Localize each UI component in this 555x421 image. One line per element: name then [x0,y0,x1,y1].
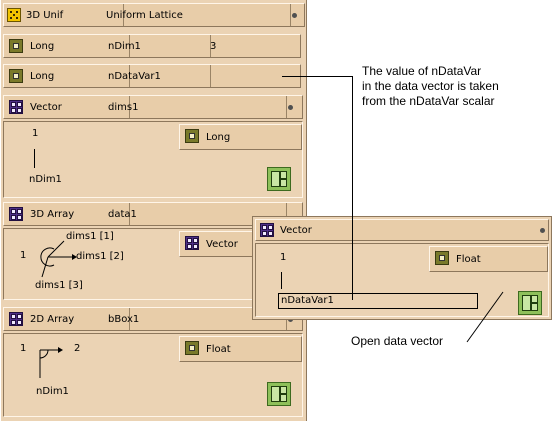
dimension-label: nDim1 [29,174,62,185]
dim2-label: dims1 [2] [76,251,124,262]
menu-dot-icon[interactable] [540,228,545,233]
pointer-line [466,291,504,343]
name-cell[interactable]: data1 [103,203,287,225]
type-cell[interactable]: Long [4,65,130,87]
popup-vector-window: Vector 1 nDataVar1 Float [252,216,552,320]
array-type-icon [9,312,23,326]
vector-header: Vector dims1 [3,95,303,119]
type-label: 2D Array [30,313,75,325]
name-value: Uniform Lattice [106,9,183,21]
element-type-label: Long [206,131,231,143]
element-type-label: Vector [206,238,238,250]
annotation-top: The value of nDataVar in the data vector… [362,64,499,108]
size-field[interactable]: nDataVar1 [278,293,478,309]
type-cell[interactable]: 3D Unif [4,4,124,26]
dim1-label: 1 [20,343,27,354]
type-label: 3D Array [30,208,75,220]
name-value: nDataVar1 [108,70,161,82]
element-type-button[interactable]: Float [429,246,548,272]
name-cell[interactable]: nDim1 [103,35,211,57]
two-d-axes-icon [39,347,63,378]
element-type-button[interactable]: Float [179,336,302,362]
connector-vertical [352,76,353,300]
name-value: data1 [108,208,137,220]
size-label: 1 [280,252,287,263]
element-type-label: Float [206,343,231,355]
popup-body: 1 nDataVar1 Float [255,243,549,317]
value-cell[interactable]: 3 [205,35,307,57]
type-label: Vector [30,101,62,113]
float-type-icon [185,341,199,355]
header-row: 3D Unif Uniform Lattice [3,3,305,27]
element-type-label: Float [456,253,481,265]
array-type-icon [9,207,23,221]
long-row-ndim: Long nDim1 3 [3,34,301,58]
menu-dot-icon[interactable] [292,13,297,18]
dimension-line [34,149,35,168]
name-value: nDim1 [108,40,141,52]
connector-horizontal [282,76,352,77]
vector-type-icon [260,223,274,237]
dimension-label: nDim1 [36,386,69,397]
vector-body: 1 nDim1 Long [3,121,303,198]
type-label: Long [30,40,55,52]
vector-type-icon [185,236,199,250]
three-d-axes-icon [40,240,77,278]
type-cell[interactable]: 3D Array [4,203,130,225]
type-label: Long [30,70,55,82]
name-value: bBox1 [108,313,140,325]
dimension-line [281,272,282,289]
name-cell[interactable]: Uniform Lattice [101,4,291,26]
type-label: Vector [280,224,312,236]
menu-dot-icon[interactable] [288,105,293,110]
float-type-icon [435,251,449,265]
size-field-value: nDataVar1 [281,295,334,306]
type-cell[interactable]: 2D Array [4,308,130,330]
size-label: 1 [32,128,39,139]
dim2-label: 2 [74,343,81,354]
element-type-button[interactable]: Vector [179,231,257,257]
long-type-icon [185,129,199,143]
type-label: 3D Unif [26,9,64,21]
uniform-lattice-icon [7,8,21,22]
open-vector-button[interactable] [267,167,291,191]
center-label: 1 [20,250,27,261]
name-cell[interactable]: dims1 [103,96,287,118]
annotation-bottom: Open data vector [351,334,444,348]
dim3-label: dims1 [3] [35,280,83,291]
type-cell[interactable]: Vector [4,96,130,118]
vector-type-icon [9,100,23,114]
type-cell[interactable]: Long [4,35,130,57]
open-data-vector-button[interactable] [518,291,542,315]
open-array-button[interactable] [267,382,291,406]
long-type-icon [9,69,23,83]
long-row-ndatavar: Long nDataVar1 [3,64,301,88]
name-value: dims1 [108,101,139,113]
dim1-label: dims1 [1] [66,231,114,242]
long-type-icon [9,39,23,53]
element-type-button[interactable]: Long [179,124,302,150]
value-text: 3 [210,40,217,52]
array2d-body: 1 2 nDim1 Float [3,333,303,417]
type-cell[interactable]: Vector [256,220,555,240]
popup-header: Vector [255,219,549,241]
name-cell[interactable]: nDataVar1 [103,65,211,87]
